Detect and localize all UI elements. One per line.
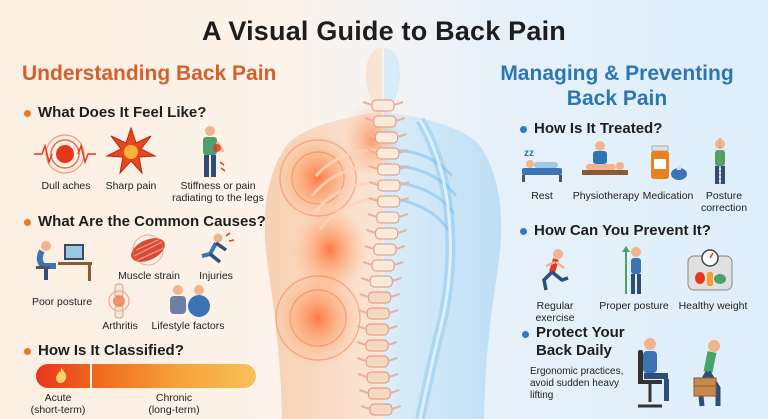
- vertebra-process: [364, 245, 406, 250]
- treat-label-medication: Medication: [642, 190, 694, 202]
- chronic-label: Chronic (long-term): [148, 392, 200, 416]
- vertebra-process: [362, 101, 404, 106]
- vertebra-process: [356, 341, 398, 346]
- injuries-icon: [201, 232, 235, 264]
- physiotherapy-icon: [582, 141, 628, 175]
- prevent-label-weight: Healthy weight: [678, 300, 748, 312]
- vertebra: [366, 307, 390, 320]
- vertebra-process: [357, 325, 398, 330]
- stiffness-icon: [203, 126, 226, 177]
- vertebra-process: [367, 149, 409, 154]
- cause-label-injuries: Injuries: [199, 270, 233, 282]
- vertebra-process: [356, 357, 398, 362]
- vertebra-process: [359, 293, 400, 298]
- vertebra: [373, 115, 397, 128]
- treated-question: How Is It Treated?: [520, 120, 662, 137]
- arthritis-icon: [108, 283, 130, 319]
- healthy-weight-icon: [687, 249, 733, 291]
- ergonomic-chair-icon: [638, 338, 669, 408]
- vertebra: [375, 131, 399, 144]
- cause-label-lifestyle: Lifestyle factors: [151, 320, 225, 332]
- vertebra-process: [359, 389, 400, 394]
- vertebra: [376, 147, 400, 160]
- vertebra-process: [360, 405, 402, 410]
- lifestyle-factors-icon: [170, 285, 210, 317]
- prevent-question: How Can You Prevent It?: [520, 222, 711, 239]
- classification-divider: [90, 362, 92, 390]
- vertebra-process: [364, 117, 406, 122]
- rest-icon: zz: [522, 148, 562, 182]
- posture-correction-icon: [715, 138, 725, 186]
- feel-label-dull: Dull aches: [41, 180, 91, 192]
- treat-label-physio: Physiotherapy: [572, 190, 640, 202]
- medication-icon: [651, 145, 687, 180]
- vertebra-process: [357, 309, 399, 314]
- exercise-icon: [542, 249, 569, 291]
- vertebra: [377, 163, 401, 176]
- vertebra-process: [357, 373, 399, 378]
- vertebra: [371, 259, 395, 272]
- vertebra: [375, 227, 399, 240]
- cause-label-strain: Muscle strain: [118, 270, 180, 282]
- cause-label-posture: Poor posture: [31, 296, 93, 308]
- vertebra-process: [368, 181, 410, 186]
- vertebra: [373, 243, 397, 256]
- svg-text:zz: zz: [524, 148, 534, 159]
- dull-ache-icon: [34, 134, 96, 174]
- right-heading: Managing & Preventing Back Pain: [500, 62, 734, 110]
- vertebra: [377, 179, 401, 192]
- prevent-label-posture: Proper posture: [599, 300, 669, 312]
- feel-label-sharp: Sharp pain: [105, 180, 157, 192]
- vertebra: [368, 291, 392, 304]
- feel-label-stiffness: Stiffness or pain radiating to the legs: [172, 180, 264, 204]
- vertebra-process: [360, 277, 402, 282]
- left-heading: Understanding Back Pain: [22, 62, 277, 85]
- vertebra: [376, 211, 400, 224]
- vertebra-process: [368, 197, 410, 202]
- vertebra: [367, 387, 391, 400]
- protect-heading: Protect Your Back Daily: [536, 324, 625, 359]
- vertebra: [369, 403, 393, 416]
- feel-question: What Does It Feel Like?: [24, 104, 206, 121]
- classified-question: How Is It Classified?: [24, 342, 184, 359]
- vertebra-process: [362, 261, 404, 266]
- prevent-label-exercise: Regular exercise: [535, 300, 575, 324]
- muscle-strain-icon: [131, 234, 165, 266]
- vertebra: [377, 195, 401, 208]
- flame-icon: [56, 367, 67, 383]
- vertebra: [371, 99, 395, 112]
- treat-label-posture: Posture correction: [700, 190, 748, 214]
- vertebra-process: [367, 213, 409, 218]
- protect-text: Ergonomic practices, avoid sudden heavy …: [530, 366, 624, 401]
- vertebra: [365, 339, 389, 352]
- vertebra-process: [366, 133, 407, 138]
- vertebrae: [356, 99, 410, 416]
- proper-posture-icon: [622, 246, 641, 294]
- classification-bar: [36, 364, 256, 388]
- vertebra: [366, 371, 390, 384]
- torso-right: [384, 48, 502, 419]
- vertebra-process: [366, 229, 407, 234]
- lifting-icon: [693, 340, 721, 407]
- causes-question: What Are the Common Causes?: [24, 213, 266, 230]
- vertebra: [369, 275, 393, 288]
- acute-label: Acute (short-term): [30, 392, 86, 416]
- cause-label-arthritis: Arthritis: [102, 320, 138, 332]
- protect-bullet: [522, 331, 529, 338]
- vertebra-process: [368, 165, 410, 170]
- vertebra: [365, 355, 389, 368]
- page-title: A Visual Guide to Back Pain: [201, 16, 566, 46]
- sharp-pain-icon: [105, 126, 157, 175]
- vertebra: [365, 323, 389, 336]
- treat-label-rest: Rest: [531, 190, 553, 202]
- poor-posture-icon: [36, 241, 92, 281]
